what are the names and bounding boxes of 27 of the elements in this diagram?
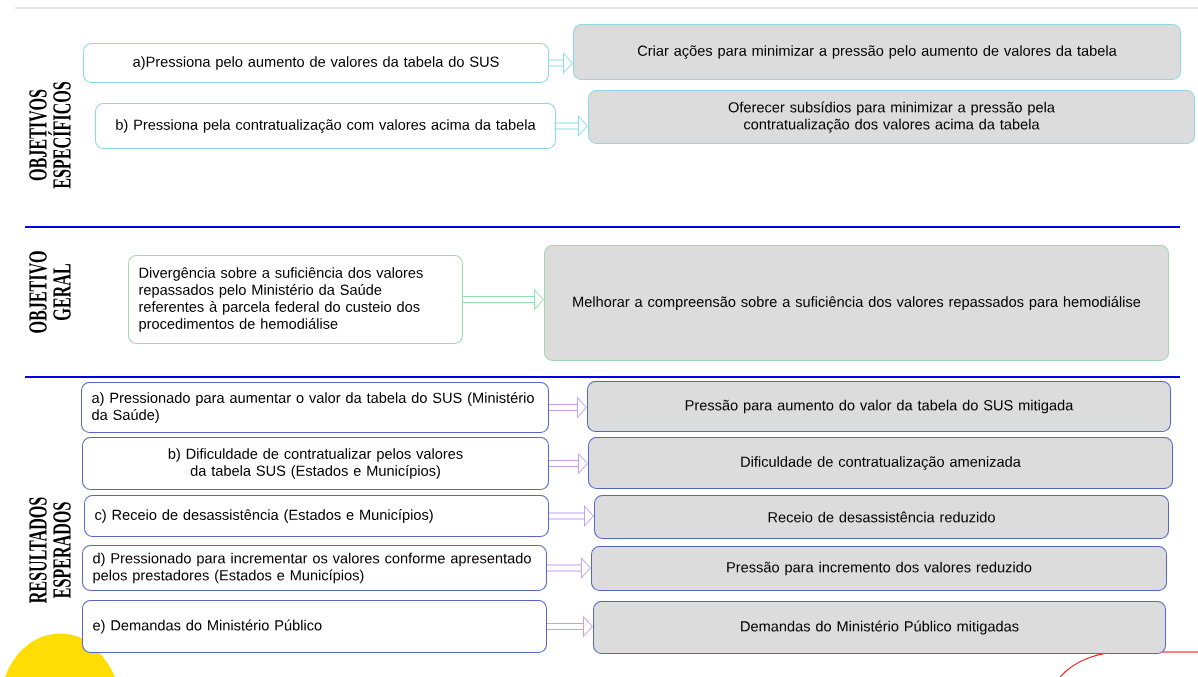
result-box: Oferecer subsídios para minimizar a pressão pela contratualização dos valores acima da tabela [588, 90, 1195, 144]
block-arrow [547, 557, 591, 579]
block-arrow [547, 616, 593, 637]
block-arrow [463, 289, 544, 310]
item-box: Divergência sobre a suficiência dos valores repassados pelo Ministério da Saúde referentes à parcela federal do custeio dos procedimentos de hemodiálise [128, 255, 463, 344]
block-arrow [549, 52, 573, 74]
item-box: d) Pressionado para incrementar os valores conforme apresentado pelos prestadores (Estados e Municípios) [82, 545, 547, 591]
result-box: Demandas do Ministério Público mitigadas [593, 601, 1166, 654]
result-box: Receio de desassistência reduzido [594, 495, 1169, 539]
block-arrow [549, 505, 594, 527]
item-box: a)Pressiona pelo aumento de valores da tabela do SUS [83, 43, 549, 83]
result-box: Melhorar a compreensão sobre a suficiência dos valores repassados para hemodiálise [544, 245, 1169, 361]
section-title: RESULTADOS ESPERADOS [29, 497, 71, 604]
block-arrow [549, 453, 588, 474]
section-title: OBJETIVO GERAL [29, 251, 71, 333]
result-box: Criar ações para minimizar a pressão pelo aumento de valores da tabela [573, 24, 1181, 80]
block-arrow [549, 397, 587, 418]
section-title: OBJETIVOS ESPECÍFICOS [29, 81, 71, 189]
item-box: b) Pressiona pela contratualização com valores acima da tabela [95, 103, 556, 149]
item-box: c) Receio de desassistência (Estados e Municípios) [84, 495, 549, 537]
result-box: Pressão para aumento do valor da tabela do SUS mitigada [587, 381, 1171, 432]
block-arrow [556, 115, 588, 137]
item-box: a) Pressionado para aumentar o valor da tabela do SUS (Ministério da Saúde) [81, 382, 549, 433]
result-box: Dificuldade de contratualização amenizada [588, 437, 1173, 489]
result-box: Pressão para incremento dos valores reduzido [591, 546, 1167, 591]
item-box: e) Demandas do Ministério Público [82, 600, 547, 653]
item-box: b) Dificuldade de contratualizar pelos valores da tabela SUS (Estados e Municípios) [82, 437, 549, 490]
